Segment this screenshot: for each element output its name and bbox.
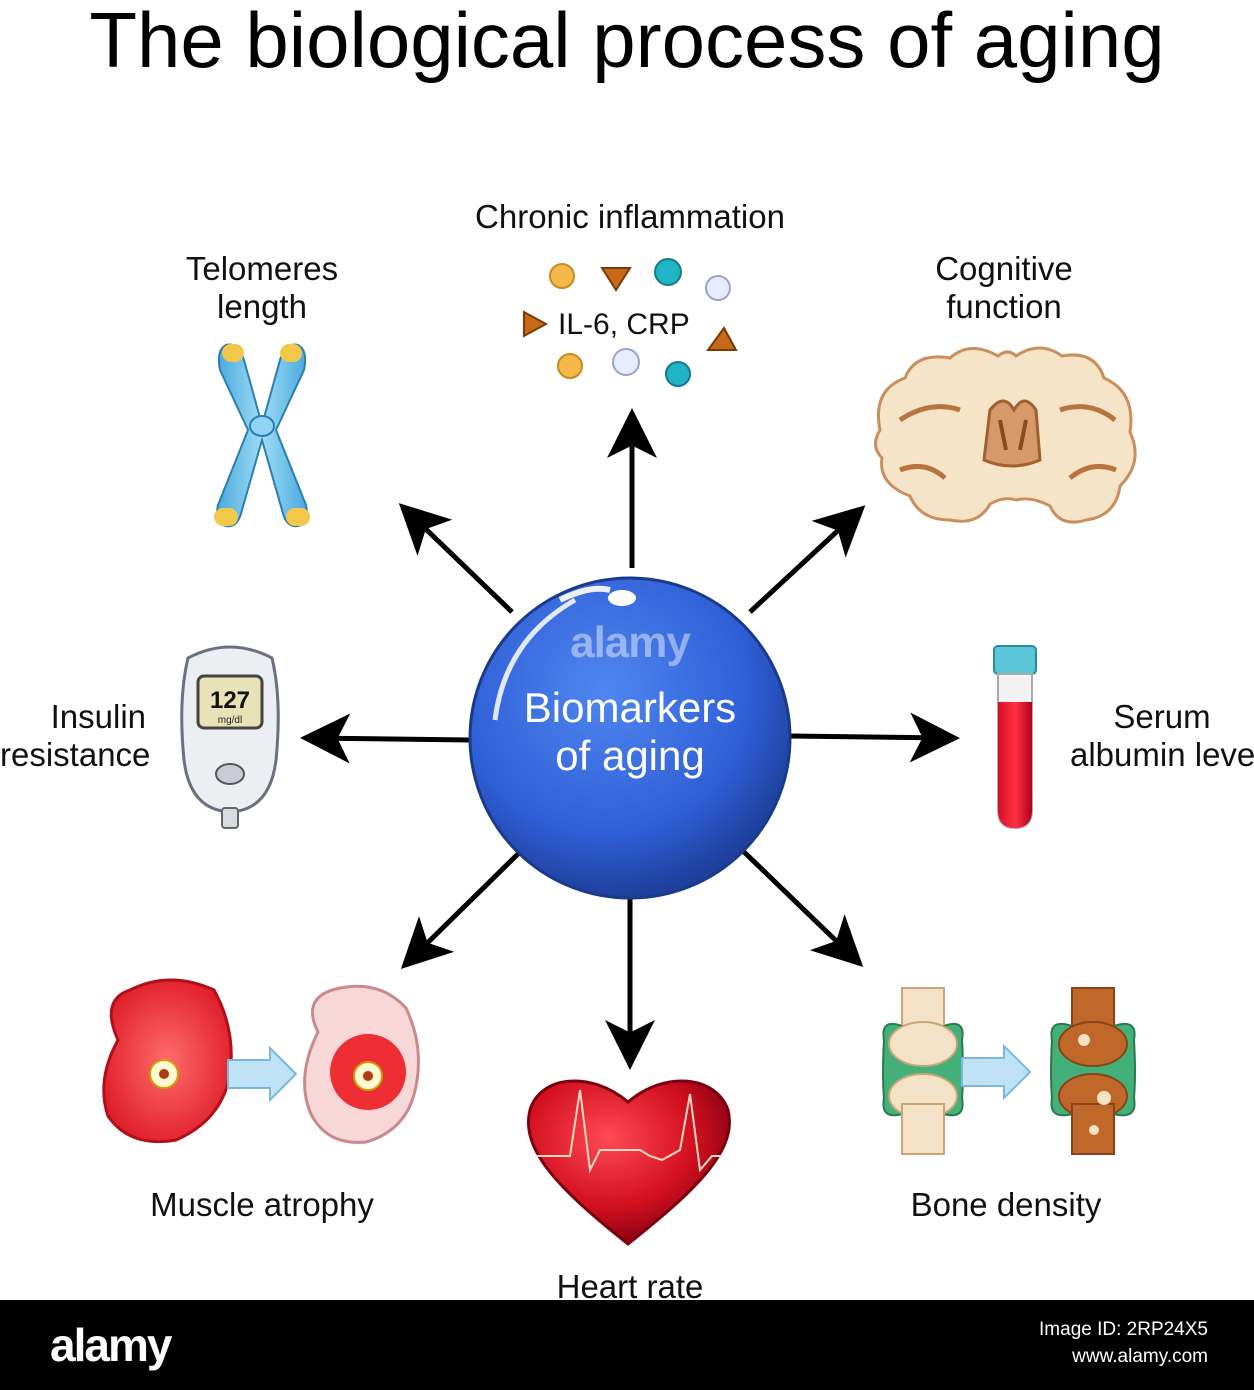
cytokine-dot-icon bbox=[549, 263, 575, 289]
muscle-label: Muscle atrophy bbox=[150, 1186, 374, 1223]
heart-icon bbox=[527, 1079, 731, 1246]
cytokines-label: IL-6, CRP bbox=[558, 308, 690, 341]
insulin-label-line2: resistance bbox=[0, 736, 151, 773]
biomarkers-sphere bbox=[468, 576, 792, 900]
footer-logo: alamy bbox=[50, 1319, 172, 1371]
cytokine-dot-icon bbox=[557, 353, 583, 379]
serum-label-line1: Serum bbox=[1113, 698, 1211, 735]
arrow-to-telomeres bbox=[398, 503, 514, 614]
heart-label: Heart rate bbox=[556, 1268, 704, 1305]
insulin-label: Insulin resistance bbox=[0, 698, 151, 774]
chronic-inflammation-label: Chronic inflammation bbox=[475, 198, 785, 235]
brain-section-icon bbox=[874, 346, 1137, 524]
telomeres-label: Telomeres length bbox=[132, 250, 392, 326]
blood-tube-icon bbox=[993, 645, 1037, 830]
cytokine-dot-icon bbox=[654, 258, 682, 286]
center-watermark: alamy bbox=[570, 618, 691, 667]
glucometer-value: 127 bbox=[210, 687, 250, 714]
center-label: Biomarkers of aging bbox=[470, 684, 790, 780]
serum-label-line2: albumin level bbox=[1070, 736, 1254, 773]
site-url: www.alamy.com bbox=[1072, 1346, 1208, 1367]
arrow-to-bone bbox=[740, 848, 864, 967]
serum-label: Serum albumin level bbox=[1070, 698, 1254, 774]
cytokine-icons bbox=[523, 258, 738, 387]
muscle-atrophy-icon bbox=[102, 978, 420, 1144]
chromosome-icon bbox=[214, 343, 310, 528]
arrow-to-serum bbox=[789, 712, 960, 763]
cognitive-label-line2: function bbox=[946, 288, 1062, 325]
arrow-to-cognitive bbox=[748, 505, 866, 614]
center-label-line1: Biomarkers bbox=[523, 684, 737, 731]
cytokine-dot-icon bbox=[705, 275, 731, 301]
arrow-to-muscle bbox=[400, 850, 522, 970]
bone-density-icon bbox=[882, 987, 1136, 1155]
image-id: Image ID: 2RP24X5 bbox=[1039, 1319, 1208, 1340]
cytokine-triangle-icon bbox=[523, 310, 549, 338]
arrow-to-insulin bbox=[300, 713, 471, 764]
telomeres-label-line2: length bbox=[217, 288, 307, 325]
arrow-right-icon bbox=[227, 1045, 298, 1103]
cytokine-triangle-icon bbox=[600, 267, 632, 292]
telomeres-label-line1: Telomeres bbox=[185, 250, 339, 287]
center-label-line2: of aging bbox=[555, 732, 705, 779]
cytokine-dot-icon bbox=[612, 348, 640, 376]
page-title: The biological process of aging bbox=[89, 0, 1165, 84]
arrow-right-icon bbox=[961, 1043, 1032, 1101]
bone-label: Bone density bbox=[910, 1186, 1102, 1223]
cognitive-label-line1: Cognitive bbox=[935, 250, 1073, 287]
cytokine-dot-icon bbox=[665, 361, 691, 387]
footer-bar: alamy Image ID: 2RP24X5 www.alamy.com bbox=[0, 1300, 1254, 1390]
cognitive-label: Cognitive function bbox=[874, 250, 1134, 326]
cytokine-triangle-icon bbox=[706, 326, 738, 351]
arrows bbox=[300, 408, 960, 1070]
glucometer-icon: 127 mg/dl bbox=[180, 645, 280, 829]
glucometer-unit: mg/dl bbox=[218, 715, 242, 726]
insulin-label-line1: Insulin bbox=[50, 698, 146, 735]
footer-meta: Image ID: 2RP24X5 www.alamy.com bbox=[1039, 1316, 1208, 1370]
biomarkers-diagram: 127 mg/dl bbox=[102, 258, 1137, 1246]
